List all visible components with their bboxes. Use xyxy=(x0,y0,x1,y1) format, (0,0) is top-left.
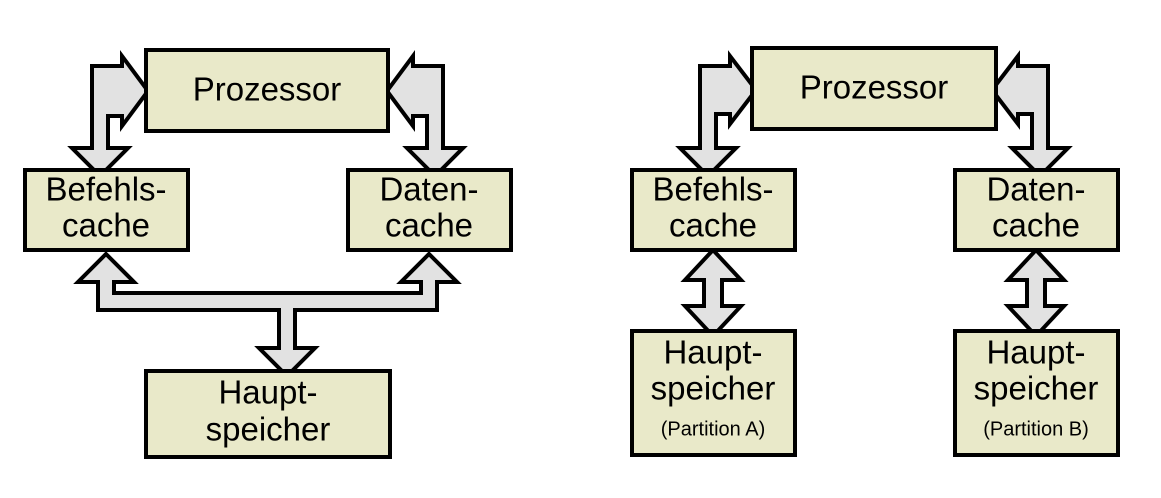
node-instruction-cache-right-rect xyxy=(630,168,797,252)
arrow-processor-instruction-cache-right xyxy=(675,50,759,179)
diagram-harvard-partitioned-memory: Prozessor Befehls- cache Daten- cache Ha… xyxy=(630,46,1120,457)
node-main-memory-partition-a-label-line1: Haupt- xyxy=(663,334,762,371)
arrow-processor-data-cache xyxy=(384,49,468,179)
node-data-cache-left-rect xyxy=(346,168,513,252)
node-instruction-cache-left: Befehls- cache xyxy=(23,168,190,252)
node-instruction-cache-left-label-line2: cache xyxy=(62,207,150,244)
node-main-memory-partition-a-label-line2: speicher xyxy=(651,370,776,407)
node-processor-left-rect xyxy=(144,48,390,133)
node-main-memory-left: Haupt- speicher xyxy=(144,369,392,459)
node-data-cache-right: Daten- cache xyxy=(953,168,1120,252)
node-instruction-cache-right-label-line2: cache xyxy=(669,207,757,244)
node-instruction-cache-left-label-line1: Befehls- xyxy=(45,171,166,208)
node-processor-right-label: Prozessor xyxy=(800,69,949,106)
diagram-harvard-shared-memory: Prozessor Befehls- cache Daten- cache Ha… xyxy=(23,48,513,459)
node-main-memory-left-label-line2: speicher xyxy=(206,411,331,448)
node-data-cache-right-label-line2: cache xyxy=(992,207,1080,244)
arrow-caches-main-memory xyxy=(73,251,462,379)
node-processor-left-label: Prozessor xyxy=(193,71,342,108)
node-data-cache-left-label-line1: Daten- xyxy=(379,171,478,208)
node-main-memory-partition-b-label-line3: (Partition B) xyxy=(983,418,1089,440)
node-main-memory-partition-b-label-line2: speicher xyxy=(974,370,1099,407)
node-instruction-cache-right-label-line1: Befehls- xyxy=(652,171,773,208)
node-main-memory-partition-a: Haupt- speicher (Partition A) xyxy=(630,329,797,457)
node-main-memory-partition-b-rect xyxy=(953,329,1120,457)
arrow-processor-data-cache-right xyxy=(989,50,1073,179)
node-main-memory-left-label-line1: Haupt- xyxy=(218,374,317,411)
node-processor-right: Prozessor xyxy=(750,46,998,131)
node-main-memory-partition-b-label-line1: Haupt- xyxy=(986,334,1085,371)
node-data-cache-right-rect xyxy=(953,168,1120,252)
node-data-cache-left: Daten- cache xyxy=(346,168,513,252)
arrow-data-cache-memory-b xyxy=(1003,247,1069,339)
node-main-memory-partition-a-rect xyxy=(630,329,797,457)
node-processor-left: Prozessor xyxy=(144,48,390,133)
node-processor-right-rect xyxy=(750,46,998,131)
arrow-processor-instruction-cache xyxy=(67,49,151,179)
node-main-memory-left-rect xyxy=(144,369,392,459)
node-main-memory-partition-a-label-line3: (Partition A) xyxy=(661,418,765,440)
arrow-instruction-cache-memory-a xyxy=(680,247,746,339)
node-data-cache-left-label-line2: cache xyxy=(385,207,473,244)
node-main-memory-partition-b: Haupt- speicher (Partition B) xyxy=(953,329,1120,457)
node-data-cache-right-label-line1: Daten- xyxy=(986,171,1085,208)
node-instruction-cache-right: Befehls- cache xyxy=(630,168,797,252)
node-instruction-cache-left-rect xyxy=(23,168,190,252)
